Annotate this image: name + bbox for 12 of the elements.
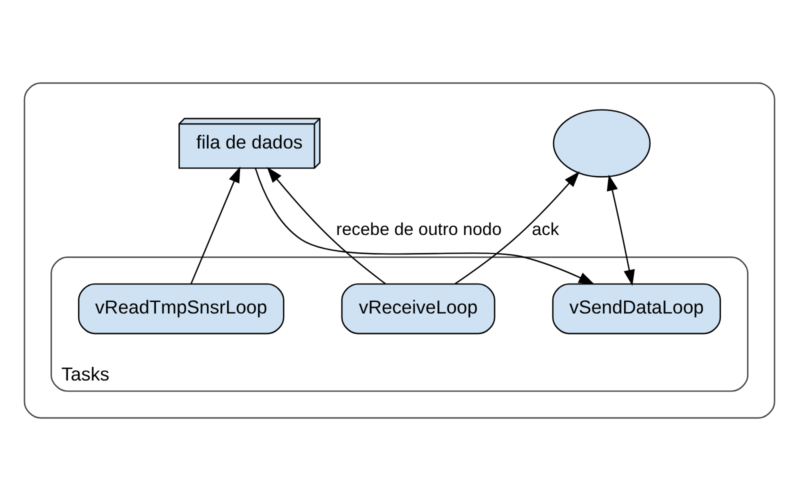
edge-label: recebe de outro nodo <box>336 218 502 238</box>
node-box: vSendDataLoop <box>552 282 721 334</box>
node-ellipse <box>552 108 651 177</box>
arrow <box>454 170 580 284</box>
arrow <box>254 168 595 284</box>
edge-label: ack <box>532 218 560 238</box>
node-box: vReadTmpSnsrLoop <box>78 282 284 334</box>
arrow <box>606 174 635 286</box>
arrow <box>266 166 386 284</box>
node-box: vReceiveLoop <box>341 282 496 334</box>
arrow <box>190 166 240 284</box>
cluster <box>24 82 776 418</box>
